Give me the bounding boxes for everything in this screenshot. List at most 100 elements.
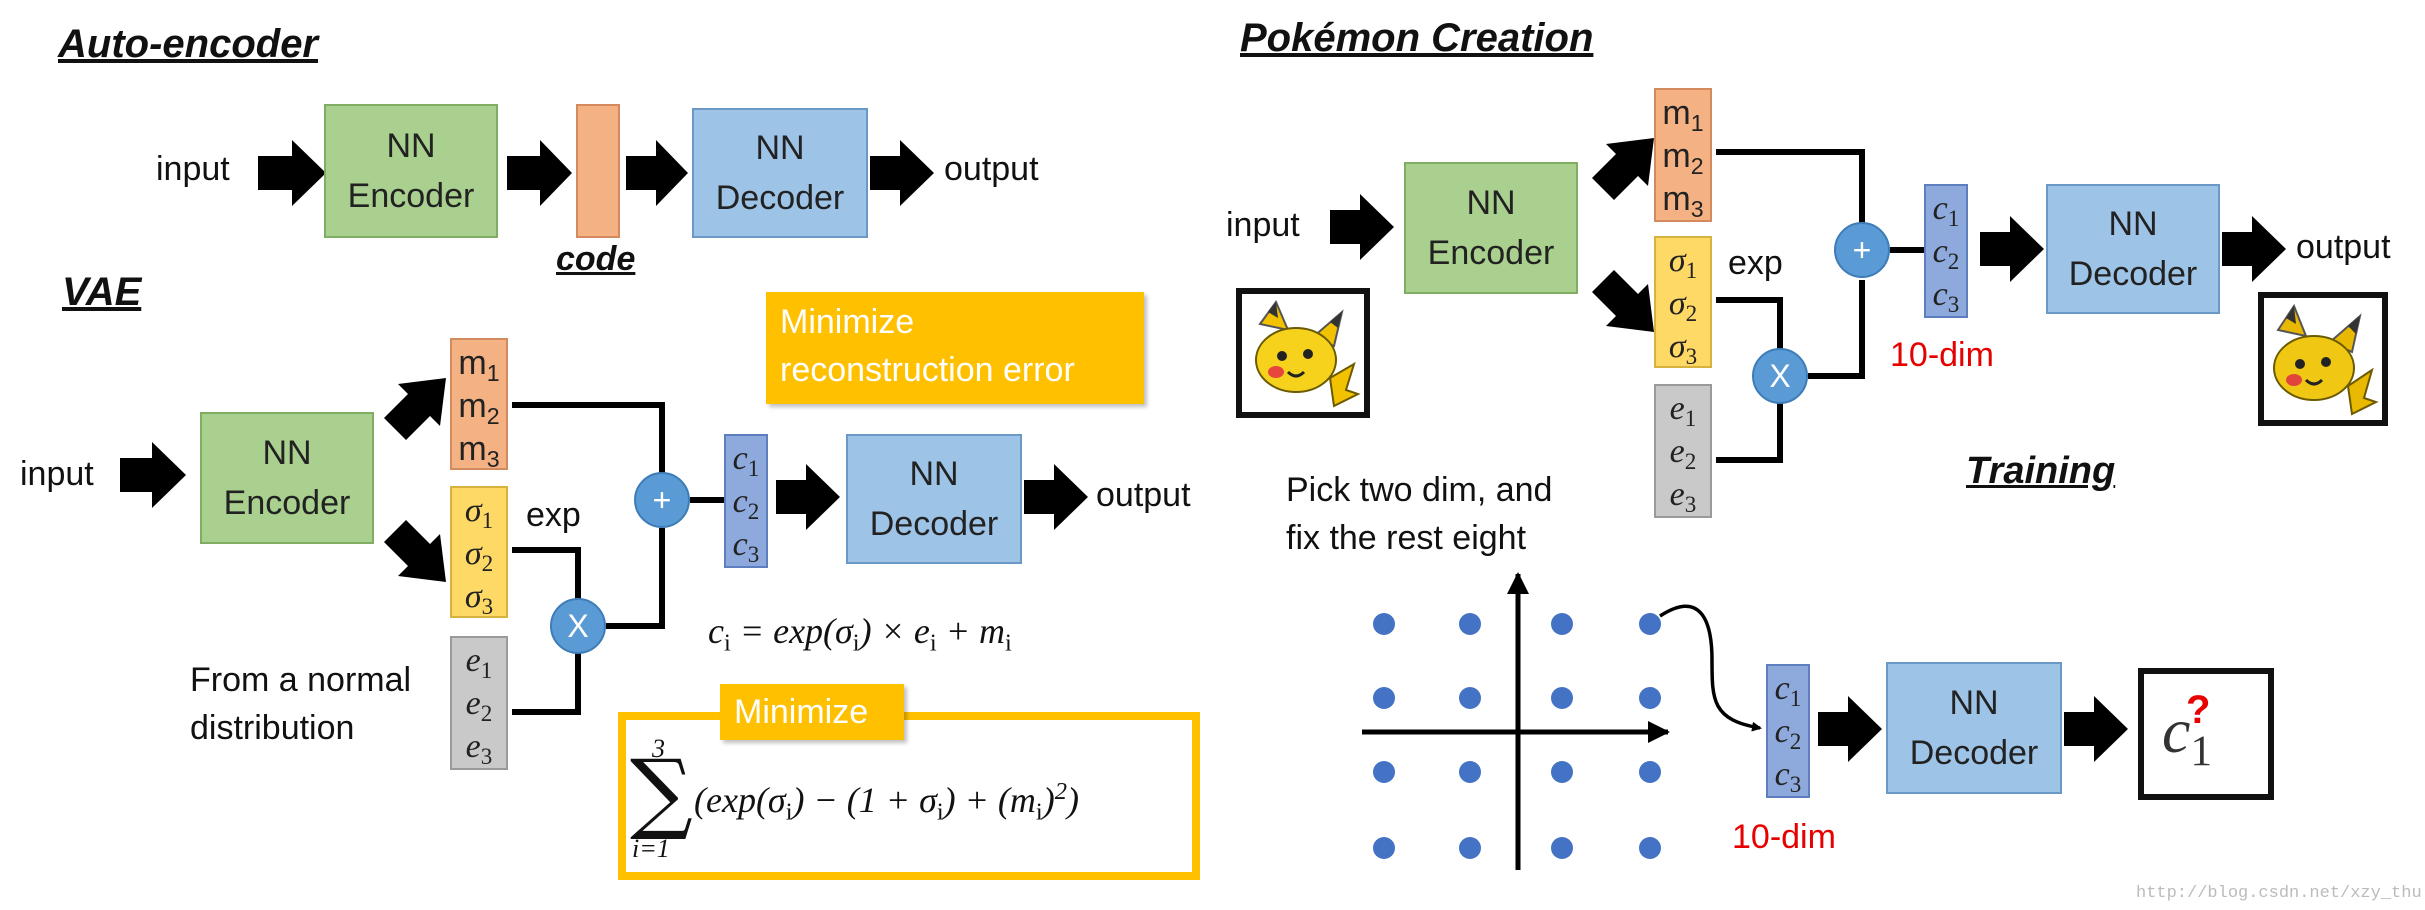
vae-normal-note: From a normal distribution	[190, 656, 411, 752]
vae-e-1: e1	[465, 642, 493, 684]
pk-arrow-output	[2222, 216, 2286, 282]
vae-sigma-2: σ2	[464, 534, 494, 577]
result-question-mark: ?	[2186, 688, 2211, 732]
pk-exp-label: exp	[1728, 244, 1783, 282]
pk-line-m-to-plus	[1716, 149, 1865, 232]
ae-code-bar	[576, 104, 620, 238]
pk-times-operator: X	[1752, 348, 1808, 404]
vae-line-m-to-plus	[512, 402, 665, 500]
grid-point	[1373, 613, 1395, 635]
pk-dim-label-2: 10-dim	[1732, 818, 1836, 856]
grid-point	[1551, 837, 1573, 859]
pk-noise-vector: e1 e2 e3	[1654, 384, 1712, 518]
autoencoder-heading: Auto-encoder	[58, 22, 318, 66]
grid-point	[1373, 687, 1395, 709]
vae-encoder-box: NN Encoder	[200, 412, 374, 544]
pk-input-image-frame	[1236, 288, 1370, 418]
pk-line-e-to-times	[1716, 402, 1783, 463]
pk-sigma-1: σ1	[1668, 242, 1698, 284]
vae-mean-vector: m1 m2 m3	[450, 338, 508, 472]
ae-encoder-line2: Encoder	[347, 177, 475, 215]
vae-encoder-line1: NN	[262, 434, 312, 472]
ae-encoder-box: NN Encoder	[324, 104, 498, 238]
ae-encoder-line1: NN	[386, 127, 436, 165]
vae-decoder-line1: NN	[909, 455, 959, 493]
pk-e-2: e2	[1669, 432, 1697, 475]
vae-arrow-input	[120, 442, 186, 508]
kl-formula: (exp(σi) − (1 + σi) + (mi)2)	[694, 778, 1079, 826]
pk-output-label: output	[2296, 228, 2391, 266]
grid-points	[1373, 613, 1661, 859]
pk-latent-vector-2: c1 c2 c3	[1766, 664, 1810, 798]
sum-lower: i=1	[632, 834, 670, 863]
vae-encoder-line2: Encoder	[223, 484, 351, 522]
grid-point	[1639, 613, 1661, 635]
pk-decoder2-line2: Decoder	[1909, 734, 2039, 772]
vae-normal-line2: distribution	[190, 709, 355, 747]
vae-heading: VAE	[62, 270, 142, 314]
grid-point	[1639, 687, 1661, 709]
vae-exp-label: exp	[526, 496, 581, 534]
vae-latent-vector: c1 c2 c3	[724, 434, 768, 568]
sum-symbol: ∑	[630, 740, 693, 843]
pk-decoder-line1: NN	[2108, 205, 2158, 243]
vae-sigma-vector: σ1 σ2 σ3	[450, 486, 508, 620]
grid-point	[1459, 687, 1481, 709]
pk2-c-2: c2	[1774, 712, 1802, 755]
vae-line-sigma-to-times	[512, 547, 581, 606]
grid-point	[1459, 837, 1481, 859]
pk-sigma-3: σ3	[1668, 327, 1698, 370]
vae-m-3: m3	[458, 429, 500, 472]
vae-sigma-3: σ3	[464, 577, 494, 620]
vae-e-3: e3	[465, 727, 493, 770]
pk-latent-vector: c1 c2 c3	[1924, 184, 1968, 318]
ae-input-label: input	[156, 150, 230, 188]
ae-decoder-line2: Decoder	[715, 179, 845, 217]
vae-arrow-to-m	[384, 378, 446, 440]
pk-c-2: c2	[1932, 232, 1960, 275]
ae-arrow-output	[870, 140, 934, 206]
pk-line-sigma-to-times	[1716, 297, 1783, 350]
pk-arrow-to-decoder2	[1818, 696, 1882, 762]
kl-loss-box	[618, 712, 1200, 880]
pk-encoder-line1: NN	[1466, 184, 1516, 222]
pk-arrow-to-result	[2064, 696, 2128, 762]
pk2-c-3: c3	[1774, 755, 1802, 798]
pk-m-1: m1	[1662, 94, 1704, 136]
pk-line-times-to-plus	[1808, 280, 1865, 379]
vae-line-times-to-plus	[606, 528, 665, 629]
reconstruction-badge: Minimize reconstruction error	[766, 292, 1144, 404]
vae-e-2: e2	[465, 684, 493, 727]
pk-encoder-box: NN Encoder	[1404, 162, 1578, 294]
grid-point	[1459, 761, 1481, 783]
vae-times-operator: X	[550, 598, 606, 654]
pk-input-label: input	[1226, 206, 1300, 244]
pick-line2: fix the rest eight	[1286, 519, 1527, 557]
ae-arrow-code-out	[626, 140, 688, 206]
vae-m-1: m1	[458, 344, 500, 386]
grid-point	[1459, 613, 1481, 635]
pk-plus-operator: +	[1834, 222, 1890, 278]
pk-sigma-vector: σ1 σ2 σ3	[1654, 236, 1712, 370]
vae-c-1: c1	[732, 440, 760, 482]
pk-arrow-to-sigma	[1592, 270, 1654, 332]
vae-ci-formula: ci = exp(σi) × ei + mi	[708, 611, 1012, 657]
ae-arrow-input	[258, 140, 326, 206]
grid-point	[1551, 761, 1573, 783]
pk-decoder2-line1: NN	[1949, 684, 1999, 722]
vae-decoder-line2: Decoder	[869, 505, 999, 543]
vae-sigma-1: σ1	[464, 492, 494, 534]
vae-decoder-box: NN Decoder	[846, 434, 1022, 564]
pikachu-input-image	[1255, 299, 1361, 408]
pk-encoder-line2: Encoder	[1427, 234, 1555, 272]
sum-upper: 3	[652, 734, 665, 763]
training-label: Training	[1966, 450, 2116, 492]
vae-arrow-to-sigma	[384, 520, 446, 582]
pikachu-output-image	[2273, 303, 2379, 416]
pk-arrow-to-m	[1592, 138, 1654, 200]
vae-arrow-output	[1024, 464, 1088, 530]
